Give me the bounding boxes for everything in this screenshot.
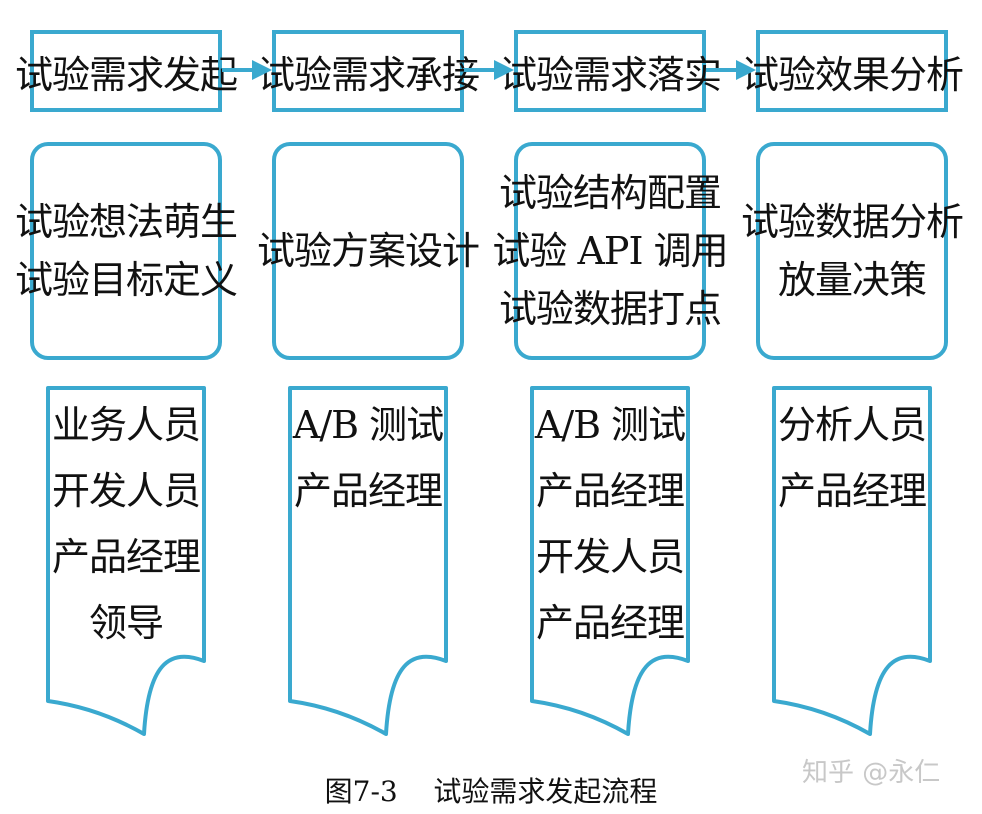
activity-item: 试验想法萌生 <box>15 200 238 244</box>
activity-box: 试验方案设计 <box>257 142 480 360</box>
roles-list: 业务人员 开发人员 产品经理 领导 <box>46 392 206 656</box>
activity-box: 试验数据分析 放量决策 <box>741 142 964 360</box>
activity-item: 试验数据分析 <box>741 200 964 244</box>
role-item: 产品经理 <box>535 469 685 513</box>
stage-box: 试验需求发起 <box>15 30 238 112</box>
activity-item: 试验结构配置 <box>499 171 722 215</box>
column-demand-initiation: 试验需求发起 试验想法萌生 试验目标定义 业务人员 开发人员 产品经理 领导 <box>15 0 238 740</box>
role-item: 开发人员 <box>51 469 201 513</box>
roles-document-shape <box>530 386 690 736</box>
role-item: 开发人员 <box>535 535 685 579</box>
role-item: 分析人员 <box>777 403 927 447</box>
activity-item: 试验方案设计 <box>257 229 480 273</box>
stage-label: 试验需求承接 <box>257 52 480 97</box>
column-demand-implementation: 试验需求落实 试验结构配置 试验 API 调用 试验数据打点 A/B 测试 产品… <box>492 0 729 740</box>
roles-document-shape <box>46 386 206 736</box>
stage-label: 试验需求落实 <box>499 52 722 97</box>
role-item: A/B 测试 <box>534 403 686 447</box>
roles-document-shape <box>772 386 932 736</box>
column-demand-acceptance: 试验需求承接 试验方案设计 A/B 测试 产品经理 <box>257 0 480 740</box>
role-item: 产品经理 <box>535 601 685 645</box>
activity-item: 试验 API 调用 <box>492 229 728 273</box>
activity-item: 放量决策 <box>777 258 927 302</box>
role-item: 产品经理 <box>777 469 927 513</box>
figure-caption: 图7-3 试验需求发起流程 <box>324 775 658 808</box>
roles-document-shape <box>288 386 448 736</box>
activity-box: 试验想法萌生 试验目标定义 <box>15 142 238 360</box>
arrow-right-icon <box>464 60 514 80</box>
stage-label: 试验需求发起 <box>15 52 238 97</box>
activity-item: 试验目标定义 <box>15 258 238 302</box>
arrow-right-icon <box>706 60 756 80</box>
stage-box: 试验需求落实 <box>499 30 722 112</box>
role-item: A/B 测试 <box>292 403 444 447</box>
role-item: 业务人员 <box>51 403 201 447</box>
role-item: 领导 <box>88 601 164 645</box>
roles-list: A/B 测试 产品经理 开发人员 产品经理 <box>530 392 690 656</box>
stage-label: 试验效果分析 <box>741 52 964 97</box>
watermark: 知乎 @永仁 <box>802 758 941 788</box>
roles-list: 分析人员 产品经理 <box>772 392 932 524</box>
activity-box: 试验结构配置 试验 API 调用 试验数据打点 <box>492 142 729 360</box>
arrow-right-icon <box>222 60 272 80</box>
stage-box: 试验需求承接 <box>257 30 480 112</box>
column-effect-analysis: 试验效果分析 试验数据分析 放量决策 分析人员 产品经理 <box>741 0 964 740</box>
role-item: 产品经理 <box>293 469 443 513</box>
roles-list: A/B 测试 产品经理 <box>288 392 448 524</box>
activity-item: 试验数据打点 <box>499 287 722 331</box>
role-item: 产品经理 <box>51 535 201 579</box>
stage-box: 试验效果分析 <box>741 30 964 112</box>
